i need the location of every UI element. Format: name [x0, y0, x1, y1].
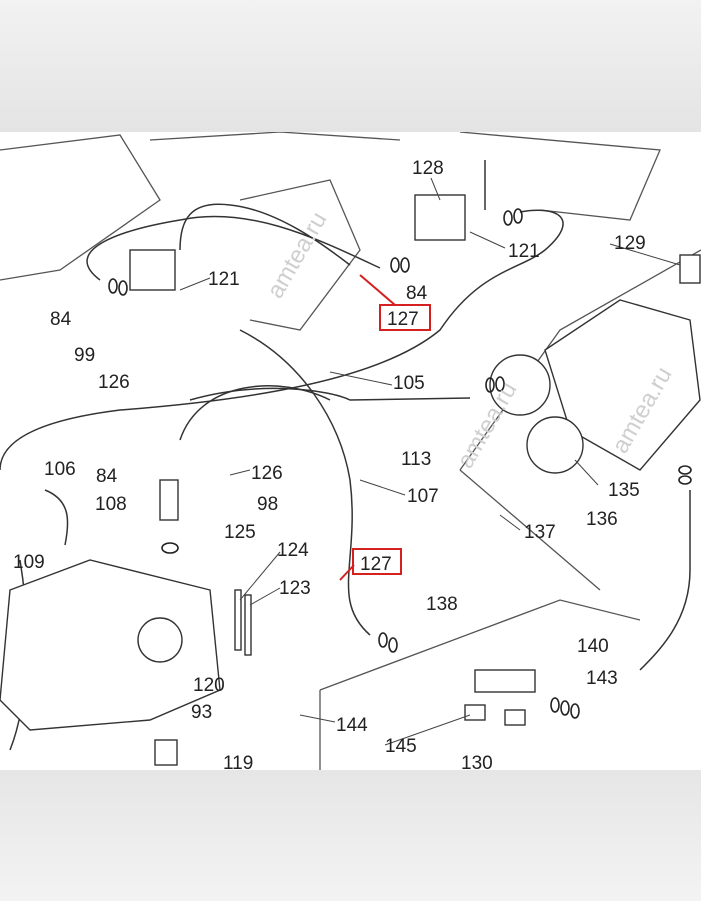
part-label: 119 [223, 753, 253, 770]
part-label: 98 [257, 494, 278, 515]
part-label: 84 [50, 309, 72, 330]
solenoid-valve-left [129, 249, 176, 291]
part-label: 136 [586, 509, 618, 530]
watermark: amtea.ru [452, 377, 523, 473]
sensor-124 [234, 589, 242, 651]
machine-outline [0, 132, 701, 770]
part-label: 121 [208, 269, 240, 290]
part-label: 128 [412, 158, 444, 179]
part-label: 107 [407, 486, 439, 507]
hoses [0, 160, 691, 751]
components [0, 194, 701, 766]
highlighted-part-label: 127 [387, 309, 419, 330]
watermark: amtea.ru [262, 207, 333, 303]
part-label: 113 [401, 449, 431, 470]
blurred-bottom-band [0, 770, 701, 901]
part-label: 106 [44, 459, 76, 480]
part-label: 123 [279, 578, 311, 599]
part-label: 137 [524, 522, 556, 543]
part-label: 143 [586, 668, 618, 689]
part-label: 120 [193, 675, 225, 696]
exploded-view-drawing: amtea.ru amtea.ru amtea.ru 128 121 129 1… [0, 132, 701, 770]
part-label: 84 [406, 283, 428, 304]
o-rings [108, 208, 692, 719]
part-label: 140 [577, 636, 609, 657]
parts-diagram: amtea.ru amtea.ru amtea.ru 128 121 129 1… [0, 132, 701, 770]
part-label: 124 [277, 540, 309, 561]
part-labels: 128 121 129 121 84 84 127 99 126 105 113… [13, 158, 646, 770]
filter-disk [489, 354, 551, 416]
microswitch-b [504, 709, 526, 726]
part-label: 125 [224, 522, 256, 543]
boiler [0, 559, 221, 731]
boiler-flange [137, 617, 183, 663]
highlight-leaders [339, 274, 396, 581]
part-label: 144 [336, 715, 368, 736]
part-label: 126 [251, 463, 283, 484]
blurred-top-band [0, 0, 701, 132]
part-label: 126 [98, 372, 130, 393]
highlight-box-127-bottom [352, 548, 402, 575]
part-119 [154, 739, 178, 766]
part-label: 84 [96, 466, 118, 487]
leader-lines [179, 177, 681, 746]
part-label: 129 [614, 233, 646, 254]
part-label: 109 [13, 552, 45, 573]
part-129 [679, 254, 701, 284]
part-label: 130 [461, 753, 493, 770]
microswitch-a [464, 704, 486, 721]
highlighted-part-label: 127 [360, 554, 392, 575]
part-label: 121 [508, 241, 540, 262]
part-label: 105 [393, 373, 425, 394]
solenoid-valve-right [414, 194, 466, 241]
gasket-ring [526, 416, 584, 474]
part-label: 135 [608, 480, 640, 501]
valve-body-140 [474, 669, 536, 693]
part-label: 99 [74, 345, 95, 366]
highlight-box-127-top [379, 304, 431, 331]
part-label: 145 [385, 736, 417, 757]
part-label: 138 [426, 594, 458, 615]
part-label: 93 [191, 702, 212, 723]
part-label: 108 [95, 494, 127, 515]
fitting-108 [159, 479, 179, 521]
sensor-123 [244, 594, 252, 656]
